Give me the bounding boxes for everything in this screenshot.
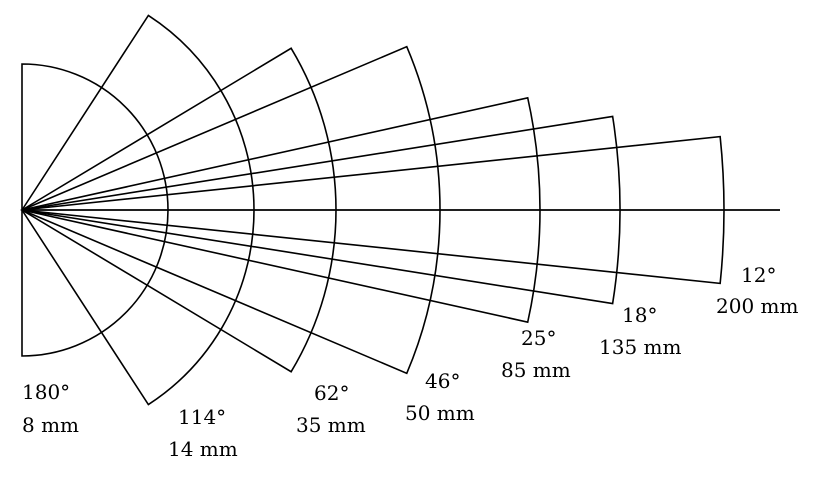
focal-label-35mm: 35 mm — [296, 413, 366, 437]
wedge-18-deg — [21, 115, 621, 305]
focal-label-50mm: 50 mm — [405, 401, 475, 425]
field-of-view-wedges — [19, 14, 725, 406]
wedge-62-deg — [20, 47, 337, 373]
angle-label-180: 180° — [22, 380, 70, 404]
focal-label-85mm: 85 mm — [501, 358, 571, 382]
angle-label-12: 12° — [741, 263, 776, 287]
wedge-25-deg — [21, 96, 541, 324]
angle-label-18: 18° — [622, 303, 657, 327]
lens-labels: 180° 8 mm 114° 14 mm 62° 35 mm 46° 50 mm… — [22, 263, 798, 461]
focal-label-135mm: 135 mm — [599, 335, 681, 359]
wedge-12-deg — [21, 135, 725, 285]
focal-label-14mm: 14 mm — [168, 437, 238, 461]
angle-label-25: 25° — [521, 326, 556, 350]
wedge-114-deg — [21, 14, 255, 406]
wedge-46-deg — [19, 45, 441, 375]
wedge-180-deg — [21, 63, 169, 357]
angle-label-46: 46° — [425, 369, 460, 393]
focal-label-8mm: 8 mm — [22, 413, 79, 437]
angle-label-62: 62° — [314, 381, 349, 405]
focal-label-200mm: 200 mm — [716, 294, 798, 318]
angle-label-114: 114° — [178, 405, 226, 429]
